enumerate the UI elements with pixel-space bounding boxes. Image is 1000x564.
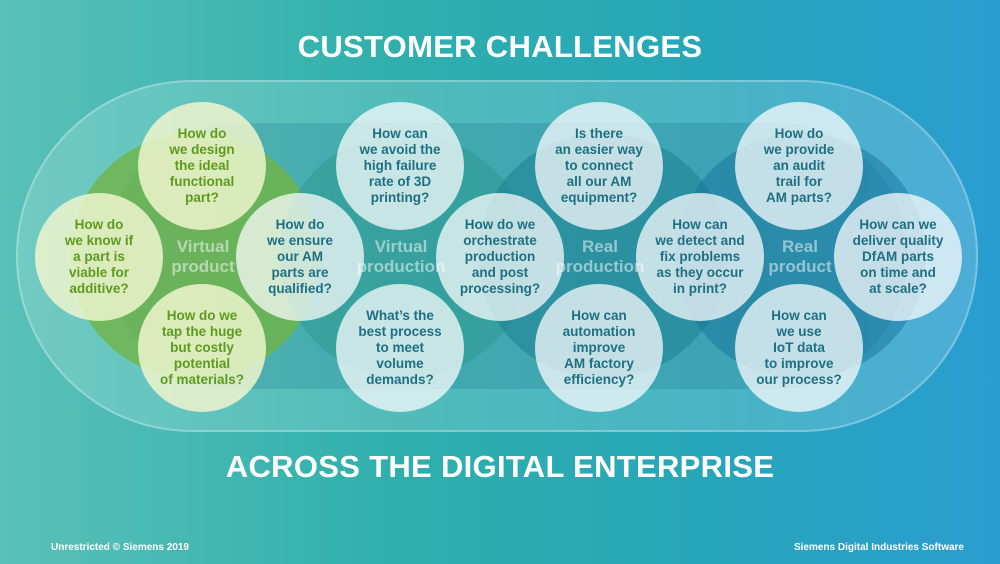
challenge-text: Is there an easier way to connect all ou…: [555, 126, 643, 205]
challenge-text: How can we use IoT data to improve our p…: [756, 308, 842, 387]
challenge-bubble: How can we detect and fix problems as th…: [636, 193, 764, 321]
footer-brand: Siemens Digital Industries Software: [793, 542, 964, 553]
challenge-bubble: How do we design the ideal functional pa…: [138, 102, 266, 230]
challenge-text: How can automation improve AM factory ef…: [562, 308, 636, 387]
challenge-bubble: Is there an easier way to connect all ou…: [535, 102, 663, 230]
challenge-text: How do we design the ideal functional pa…: [169, 126, 235, 205]
footer-copyright: Unrestricted © Siemens 2019: [51, 542, 189, 553]
region-label-virtual-production: Virtual production: [356, 237, 446, 276]
challenge-bubble: How can we avoid the high failure rate o…: [336, 102, 464, 230]
challenge-text: How do we provide an audit trail for AM …: [763, 126, 835, 205]
challenge-text: How can we detect and fix problems as th…: [655, 217, 745, 296]
challenge-text: How do we know if a part is viable for a…: [64, 217, 134, 296]
challenge-text: How do we tap the huge but costly potent…: [159, 308, 245, 387]
challenge-text: How can we deliver quality DfAM parts on…: [852, 217, 944, 296]
page-subtitle: ACROSS THE DIGITAL ENTERPRISE: [225, 449, 775, 484]
region-label-real-production: Real production: [555, 237, 645, 276]
challenge-bubble: How do we know if a part is viable for a…: [35, 193, 163, 321]
challenge-bubble: How do we provide an audit trail for AM …: [735, 102, 863, 230]
region-label-virtual-product: Virtual product: [171, 237, 235, 276]
challenge-bubble: What’s the best process to meet volume d…: [336, 284, 464, 412]
challenge-bubble: How can automation improve AM factory ef…: [535, 284, 663, 412]
challenge-bubble: How do we ensure our AM parts are qualif…: [236, 193, 364, 321]
challenge-bubble: How can we use IoT data to improve our p…: [735, 284, 863, 412]
challenge-bubble: How can we deliver quality DfAM parts on…: [834, 193, 962, 321]
page-title: CUSTOMER CHALLENGES: [297, 29, 703, 64]
challenge-text: How do we orchestrate production and pos…: [459, 217, 541, 296]
challenge-text: What’s the best process to meet volume d…: [358, 308, 442, 387]
challenge-text: How can we avoid the high failure rate o…: [359, 126, 441, 205]
challenge-text: How do we ensure our AM parts are qualif…: [266, 217, 334, 296]
challenge-bubble: How do we tap the huge but costly potent…: [138, 284, 266, 412]
region-label-real-product: Real product: [768, 237, 832, 276]
challenge-bubble: How do we orchestrate production and pos…: [436, 193, 564, 321]
